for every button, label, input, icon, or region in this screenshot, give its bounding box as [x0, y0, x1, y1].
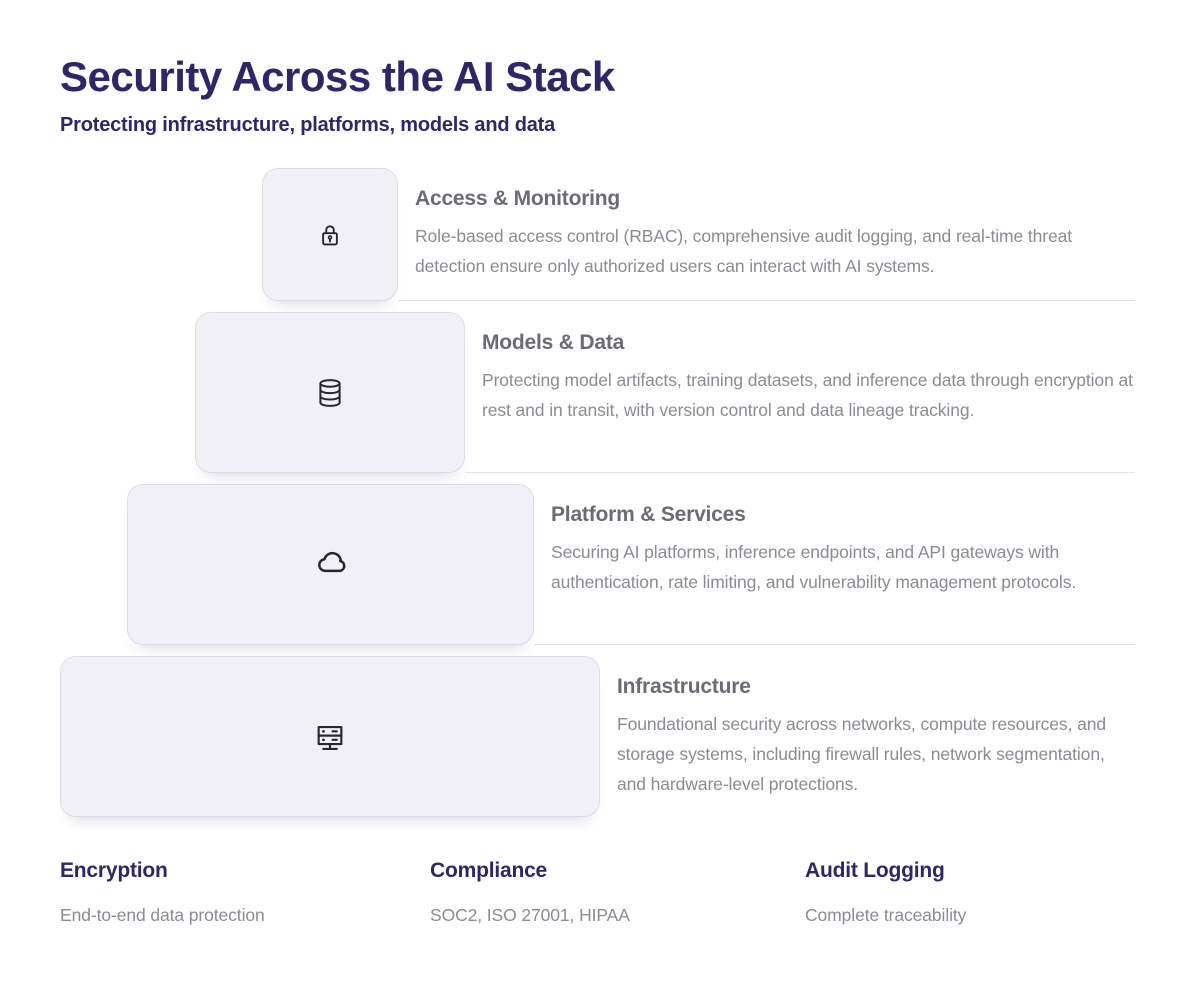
infrastructure-content: Infrastructure Foundational security acr… [600, 656, 1135, 817]
layer-row-models-data: Models & Data Protecting model artifacts… [60, 312, 1135, 474]
layer-title: Infrastructure [617, 675, 751, 699]
layer-title: Platform & Services [551, 503, 746, 527]
layer-description: Foundational security across networks, c… [617, 714, 1107, 795]
stat-title: Compliance [430, 859, 548, 883]
stat-audit-logging: Audit Logging Complete traceability [805, 859, 1135, 926]
layer-description: Protecting model artifacts, training dat… [482, 370, 1133, 421]
footer-stats: Encryption End-to-end data protection Co… [60, 859, 1135, 926]
access-monitoring-card [262, 168, 398, 302]
lock-icon [322, 225, 338, 245]
stat-encryption: Encryption End-to-end data protection [60, 859, 430, 926]
layer-description: Role-based access control (RBAC), compre… [415, 226, 1073, 277]
platform-services-card [127, 484, 534, 646]
page-subtitle: Protecting infrastructure, platforms, mo… [60, 114, 556, 137]
layer-title: Access & Monitoring [415, 187, 621, 211]
layer-row-infrastructure: Infrastructure Foundational security acr… [60, 656, 1135, 818]
stat-title: Encryption [60, 859, 168, 883]
cloud-icon [317, 551, 345, 572]
models-data-card [195, 312, 465, 474]
database-icon [319, 378, 341, 407]
stat-description: End-to-end data protection [60, 905, 265, 926]
layer-title: Models & Data [482, 331, 625, 355]
layer-row-platform-services: Platform & Services Securing AI platform… [60, 484, 1135, 646]
access-monitoring-content: Access & Monitoring Role-based access co… [398, 168, 1135, 302]
stat-title: Audit Logging [805, 859, 945, 883]
stat-description: Complete traceability [805, 905, 967, 926]
page-title: Security Across the AI Stack [60, 53, 615, 100]
stack-diagram: Access & Monitoring Role-based access co… [60, 168, 1135, 818]
security-stack-page: Security Across the AI Stack Protecting … [60, 53, 1135, 926]
platform-services-content: Platform & Services Securing AI platform… [534, 484, 1135, 646]
infrastructure-card [60, 656, 600, 818]
layer-description: Securing AI platforms, inference endpoin… [551, 542, 1077, 593]
stat-compliance: Compliance SOC2, ISO 27001, HIPAA [430, 859, 805, 926]
layer-row-access-monitoring: Access & Monitoring Role-based access co… [60, 168, 1135, 302]
stat-description: SOC2, ISO 27001, HIPAA [430, 905, 630, 926]
page-header: Security Across the AI Stack Protecting … [60, 53, 1135, 137]
models-data-content: Models & Data Protecting model artifacts… [465, 312, 1135, 474]
server-icon [317, 725, 343, 750]
